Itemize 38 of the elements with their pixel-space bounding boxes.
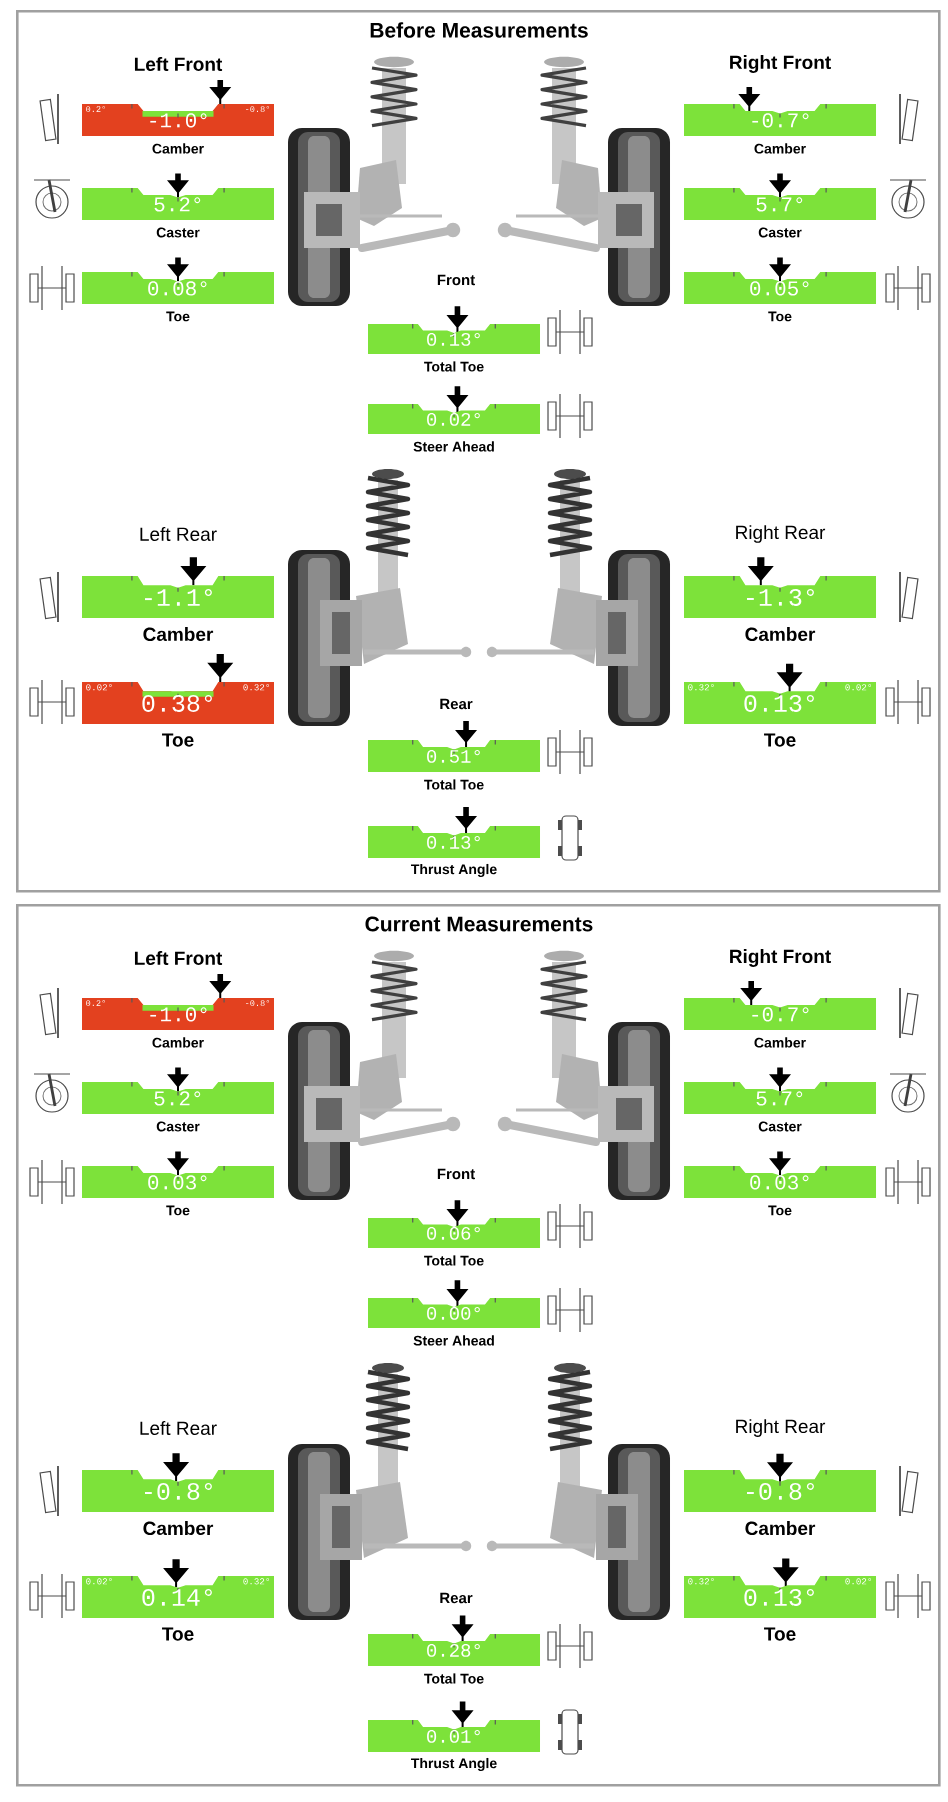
gauge-bar: 0.05° bbox=[684, 271, 876, 304]
gauge-bar: 0.08° bbox=[82, 271, 274, 304]
gauge-caption: Camber bbox=[745, 1521, 816, 1536]
gauge-caption: Camber bbox=[143, 1521, 214, 1536]
gauge-caption: Toe bbox=[162, 733, 194, 747]
gauge-bar: 0.13° bbox=[368, 825, 540, 858]
gauge-bar: 5.2° bbox=[82, 187, 274, 220]
gauge-caption: Toe bbox=[764, 1627, 796, 1641]
gauge-bar: 0.03° bbox=[82, 1165, 274, 1198]
gauge-bar: -0.8° bbox=[82, 1469, 274, 1512]
section-heading: Right Rear bbox=[736, 525, 826, 543]
gauge-bar: -1.1° bbox=[82, 575, 274, 618]
gauge-bar: -0.7° bbox=[684, 103, 876, 136]
gauge-bar: 0.00° bbox=[368, 1297, 540, 1328]
section-heading: Left Front bbox=[134, 951, 223, 965]
section-heading: Right Rear bbox=[736, 1419, 826, 1437]
gauge-bar: 0.28° bbox=[368, 1633, 540, 1666]
gauge-bar: 0.51° bbox=[368, 739, 540, 772]
gauge-bar: -0.7° bbox=[684, 997, 876, 1030]
section-heading: Left Rear bbox=[140, 1421, 217, 1435]
gauge-bar: 0.03° bbox=[684, 1165, 876, 1198]
gauge-bar: 5.2° bbox=[82, 1081, 274, 1114]
section-heading: Right Front bbox=[730, 949, 831, 967]
gauge-bar: -0.8° bbox=[684, 1469, 876, 1512]
gauge-caption: Toe bbox=[764, 733, 796, 747]
gauge-bar: 5.7° bbox=[684, 1081, 876, 1114]
gauge-bar: 0.06° bbox=[368, 1217, 540, 1248]
gauge-bar: 0.13° bbox=[368, 323, 540, 354]
gauge-caption: Camber bbox=[143, 627, 214, 642]
section-heading: Right Front bbox=[730, 55, 831, 73]
gauge-bar: 0.01° bbox=[368, 1719, 540, 1752]
gauge-bar: -1.3° bbox=[684, 575, 876, 618]
gauge-caption: Camber bbox=[745, 627, 816, 642]
gauge-bar: 5.7° bbox=[684, 187, 876, 220]
gauge-caption: Toe bbox=[162, 1627, 194, 1641]
section-heading: Left Rear bbox=[140, 527, 217, 541]
section-heading: Left Front bbox=[134, 57, 223, 71]
gauge-bar: 0.02° bbox=[368, 403, 540, 434]
